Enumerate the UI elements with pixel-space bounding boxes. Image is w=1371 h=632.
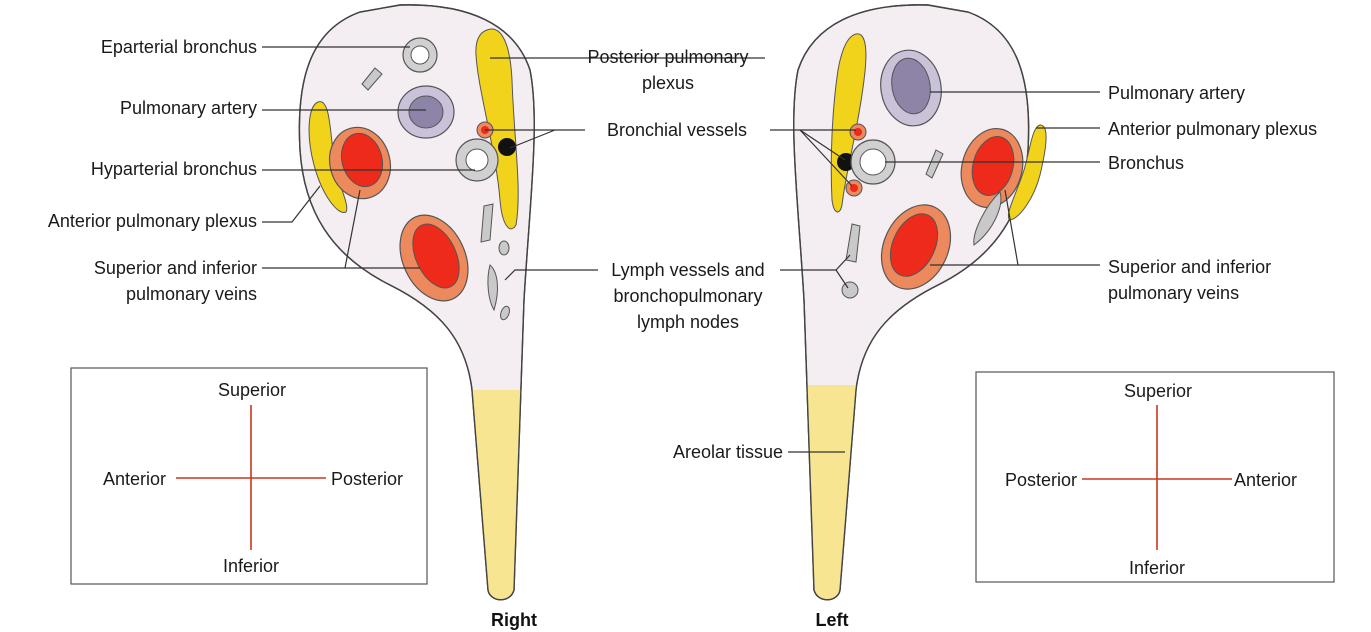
right-eparterial-bronchus-lumen	[411, 46, 429, 64]
label-posterior-plexus-line1: Posterior pulmonary	[587, 47, 748, 67]
label-right-veins-line1: Superior and inferior	[94, 258, 257, 278]
orientation-right-posterior: Posterior	[331, 469, 403, 489]
label-left-veins-line2: pulmonary veins	[1108, 283, 1239, 303]
left-labels: Pulmonary artery Anterior pulmonary plex…	[1108, 83, 1317, 303]
label-lymph-line2: bronchopulmonary	[613, 286, 762, 306]
label-left-bronchus: Bronchus	[1108, 153, 1184, 173]
label-left-pulmonary-artery: Pulmonary artery	[1108, 83, 1245, 103]
orientation-right-superior: Superior	[218, 380, 286, 400]
label-bronchial-vessels: Bronchial vessels	[607, 120, 747, 140]
orientation-left-superior: Superior	[1124, 381, 1192, 401]
label-right-veins-line2: pulmonary veins	[126, 284, 257, 304]
right-hyparterial-bronchus-lumen	[466, 149, 488, 171]
right-areolar-tissue	[440, 390, 560, 620]
orientation-left-anterior: Anterior	[1234, 470, 1297, 490]
left-bronchial-artery-top-lumen	[854, 128, 862, 136]
right-labels: Eparterial bronchus Pulmonary artery Hyp…	[48, 37, 257, 304]
label-lymph-line1: Lymph vessels and	[611, 260, 764, 280]
caption-right: Right	[491, 610, 537, 630]
label-hyparterial-bronchus: Hyparterial bronchus	[91, 159, 257, 179]
orientation-right-anterior: Anterior	[103, 469, 166, 489]
left-areolar-tissue	[770, 385, 890, 620]
label-left-veins-line1: Superior and inferior	[1108, 257, 1271, 277]
caption-left: Left	[816, 610, 849, 630]
label-lymph-line3: lymph nodes	[637, 312, 739, 332]
orientation-right-inferior: Inferior	[223, 556, 279, 576]
left-bronchus-lumen	[860, 149, 886, 175]
orientation-box-left: Superior Inferior Posterior Anterior	[976, 372, 1334, 582]
left-lymph-node	[842, 282, 858, 298]
label-right-pulmonary-artery: Pulmonary artery	[120, 98, 257, 118]
right-pulmonary-artery-lumen	[409, 96, 443, 128]
label-eparterial-bronchus: Eparterial bronchus	[101, 37, 257, 57]
label-posterior-plexus-line2: plexus	[642, 73, 694, 93]
label-left-anterior-plexus: Anterior pulmonary plexus	[1108, 119, 1317, 139]
orientation-left-inferior: Inferior	[1129, 558, 1185, 578]
right-lymph-node-1	[499, 241, 509, 255]
center-labels: Posterior pulmonary plexus Bronchial ves…	[587, 47, 783, 462]
orientation-box-right: Superior Inferior Anterior Posterior	[71, 368, 427, 584]
label-right-anterior-plexus: Anterior pulmonary plexus	[48, 211, 257, 231]
label-areolar-tissue: Areolar tissue	[673, 442, 783, 462]
orientation-left-posterior: Posterior	[1005, 470, 1077, 490]
